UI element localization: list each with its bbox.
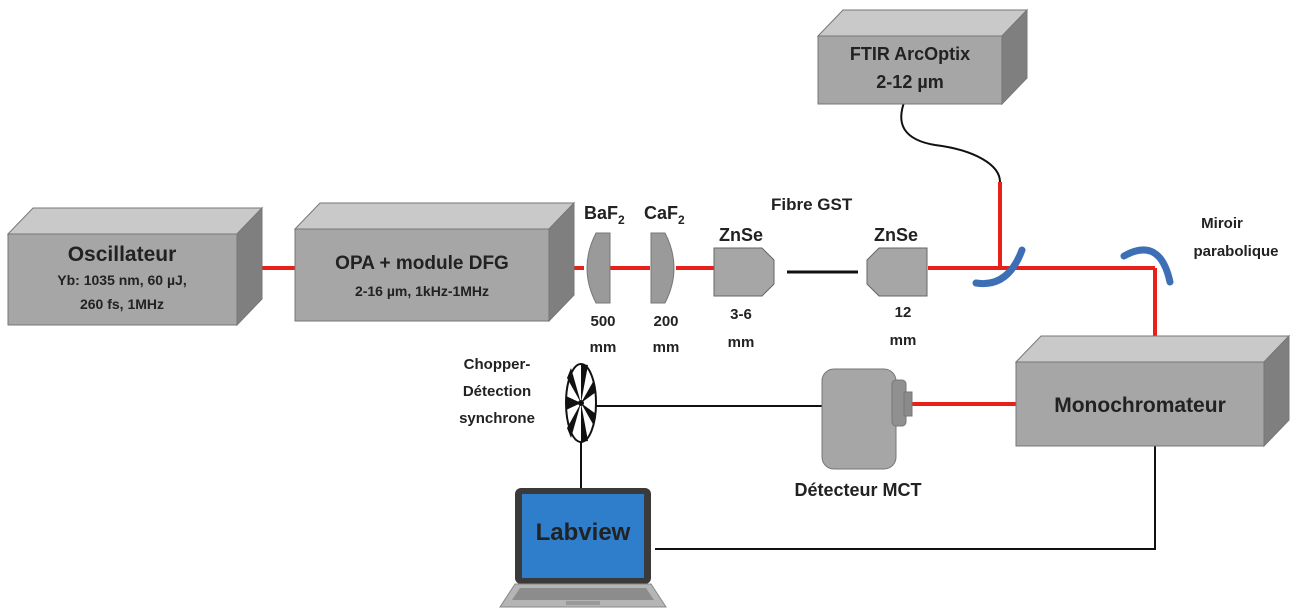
wire-mono-laptop bbox=[655, 446, 1156, 550]
monochromateur-box: Monochromateur bbox=[1014, 334, 1291, 448]
chopper-label-2: Détection bbox=[463, 383, 531, 400]
oscillateur-box: Oscillateur Yb: 1035 nm, 60 µJ, 260 fs, … bbox=[6, 206, 264, 327]
parabolic-mirror: Miroir parabolique bbox=[1120, 215, 1279, 286]
fibre-gst-label: Fibre GST bbox=[771, 195, 853, 214]
znse-output-objective: ZnSe 12 mm bbox=[866, 225, 928, 349]
caf2-label: CaF2 bbox=[644, 203, 685, 227]
baf2-unit: mm bbox=[590, 339, 617, 356]
baf2-label: BaF2 bbox=[584, 203, 625, 227]
mct-detector: Détecteur MCT bbox=[794, 368, 922, 500]
miroir-label-1: Miroir bbox=[1201, 215, 1243, 232]
baf2-lens: BaF2 500 mm bbox=[584, 203, 625, 356]
opa-box: OPA + module DFG 2-16 µm, 1kHz-1MHz bbox=[293, 201, 576, 323]
caf2-lens: CaF2 200 mm bbox=[644, 203, 685, 356]
znse-input-focal: 3-6 bbox=[730, 306, 752, 323]
ftir-range: 2-12 µm bbox=[876, 72, 943, 92]
miroir-label-2: parabolique bbox=[1193, 243, 1278, 260]
znse-output-unit: mm bbox=[890, 332, 917, 349]
chopper-wheel: Chopper- Détection synchrone bbox=[459, 356, 597, 443]
znse-input-objective: ZnSe 3-6 mm bbox=[713, 225, 775, 351]
znse-output-label: ZnSe bbox=[874, 225, 918, 245]
flip-mirror bbox=[972, 246, 1026, 288]
znse-output-focal: 12 bbox=[895, 304, 912, 321]
monochromateur-title: Monochromateur bbox=[1054, 394, 1226, 417]
chopper-label-1: Chopper- bbox=[464, 356, 531, 373]
ftir-title: FTIR ArcOptix bbox=[850, 44, 970, 64]
znse-input-unit: mm bbox=[728, 334, 755, 351]
opa-title: OPA + module DFG bbox=[335, 253, 509, 274]
baf2-focal: 500 bbox=[590, 313, 615, 330]
caf2-focal: 200 bbox=[653, 313, 678, 330]
ftir-box: FTIR ArcOptix 2-12 µm bbox=[816, 8, 1029, 106]
signal-wires bbox=[580, 99, 1156, 550]
laptop: Labview bbox=[499, 488, 667, 608]
chopper-label-3: synchrone bbox=[459, 410, 535, 427]
opa-spec: 2-16 µm, 1kHz-1MHz bbox=[355, 283, 489, 299]
oscillateur-title: Oscillateur bbox=[68, 243, 177, 266]
oscillateur-spec-1: Yb: 1035 nm, 60 µJ, bbox=[57, 272, 186, 288]
znse-input-label: ZnSe bbox=[719, 225, 763, 245]
ftir-fiber-cable bbox=[900, 99, 1001, 183]
caf2-unit: mm bbox=[653, 339, 680, 356]
detector-label: Détecteur MCT bbox=[794, 480, 921, 500]
oscillateur-spec-2: 260 fs, 1MHz bbox=[80, 296, 164, 312]
laptop-screen-text: Labview bbox=[536, 519, 631, 546]
